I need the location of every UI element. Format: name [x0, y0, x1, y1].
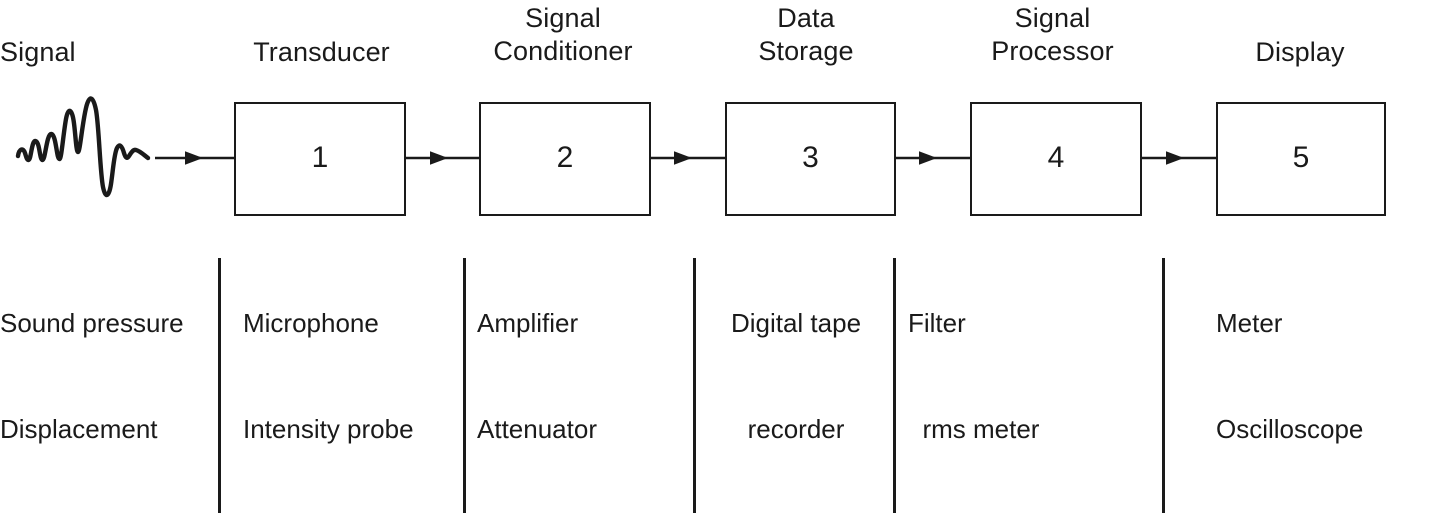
process-box-4[interactable]: 4: [970, 102, 1142, 216]
process-box-1-number: 1: [311, 141, 329, 174]
process-box-3-number: 3: [802, 141, 819, 174]
stage-header-data-storage: Data Storage: [758, 3, 854, 66]
item-list-signal: Sound pressure Displacement Velocity Acc…: [0, 236, 212, 513]
list-item: Microphone: [243, 308, 379, 339]
flow-arrow-2: [405, 148, 481, 168]
list-item: Attenuator: [477, 414, 597, 445]
item-list-signal-conditioner: Amplifier Attenuator Impedance transform…: [477, 236, 687, 513]
stage-header-transducer: Transducer: [253, 37, 390, 67]
item-list-data-storage: Digital tape recorder Computer hard driv…: [711, 236, 881, 513]
item-list-display: Meter Oscilloscope Chart recorder Comput…: [1216, 236, 1450, 513]
flow-arrow-4: [894, 148, 972, 168]
list-item: Filter: [908, 308, 966, 339]
list-item: Amplifier: [477, 308, 579, 339]
flow-arrow-3: [649, 148, 727, 168]
process-box-2-number: 2: [556, 141, 574, 174]
column-divider-1: [218, 258, 221, 513]
process-box-4-number: 4: [1047, 141, 1065, 174]
list-item: rms meter: [908, 414, 1040, 445]
column-divider-3: [693, 258, 696, 513]
list-item: Meter: [1216, 308, 1283, 339]
process-box-1[interactable]: 1: [234, 102, 406, 216]
column-divider-4: [893, 258, 896, 513]
flow-arrow-1: [155, 148, 235, 168]
list-item: Oscilloscope: [1216, 414, 1364, 445]
stage-header-signal-conditioner: Signal Conditioner: [493, 3, 633, 66]
waveform-icon: [10, 92, 155, 207]
list-item: Digital tape: [730, 308, 862, 339]
column-divider-5: [1162, 258, 1165, 513]
list-item: recorder: [747, 414, 845, 445]
list-item: Sound pressure: [0, 308, 184, 339]
column-divider-2: [463, 258, 466, 513]
stage-header-signal: Signal: [0, 37, 76, 67]
process-box-5-number: 5: [1292, 141, 1310, 174]
list-item: Displacement: [0, 414, 158, 445]
process-box-2[interactable]: 2: [479, 102, 651, 216]
list-item: Intensity probe: [243, 414, 414, 445]
stage-header-signal-processor: Signal Processor: [991, 3, 1114, 66]
process-box-3[interactable]: 3: [725, 102, 896, 216]
flow-arrow-5: [1141, 148, 1218, 168]
stage-header-display: Display: [1255, 37, 1345, 67]
item-list-transducer: Microphone Intensity probe Capacitance g…: [243, 236, 458, 513]
process-box-5[interactable]: 5: [1216, 102, 1386, 216]
item-list-signal-processor: Filter rms meter Peak meter Probability …: [908, 236, 1156, 513]
